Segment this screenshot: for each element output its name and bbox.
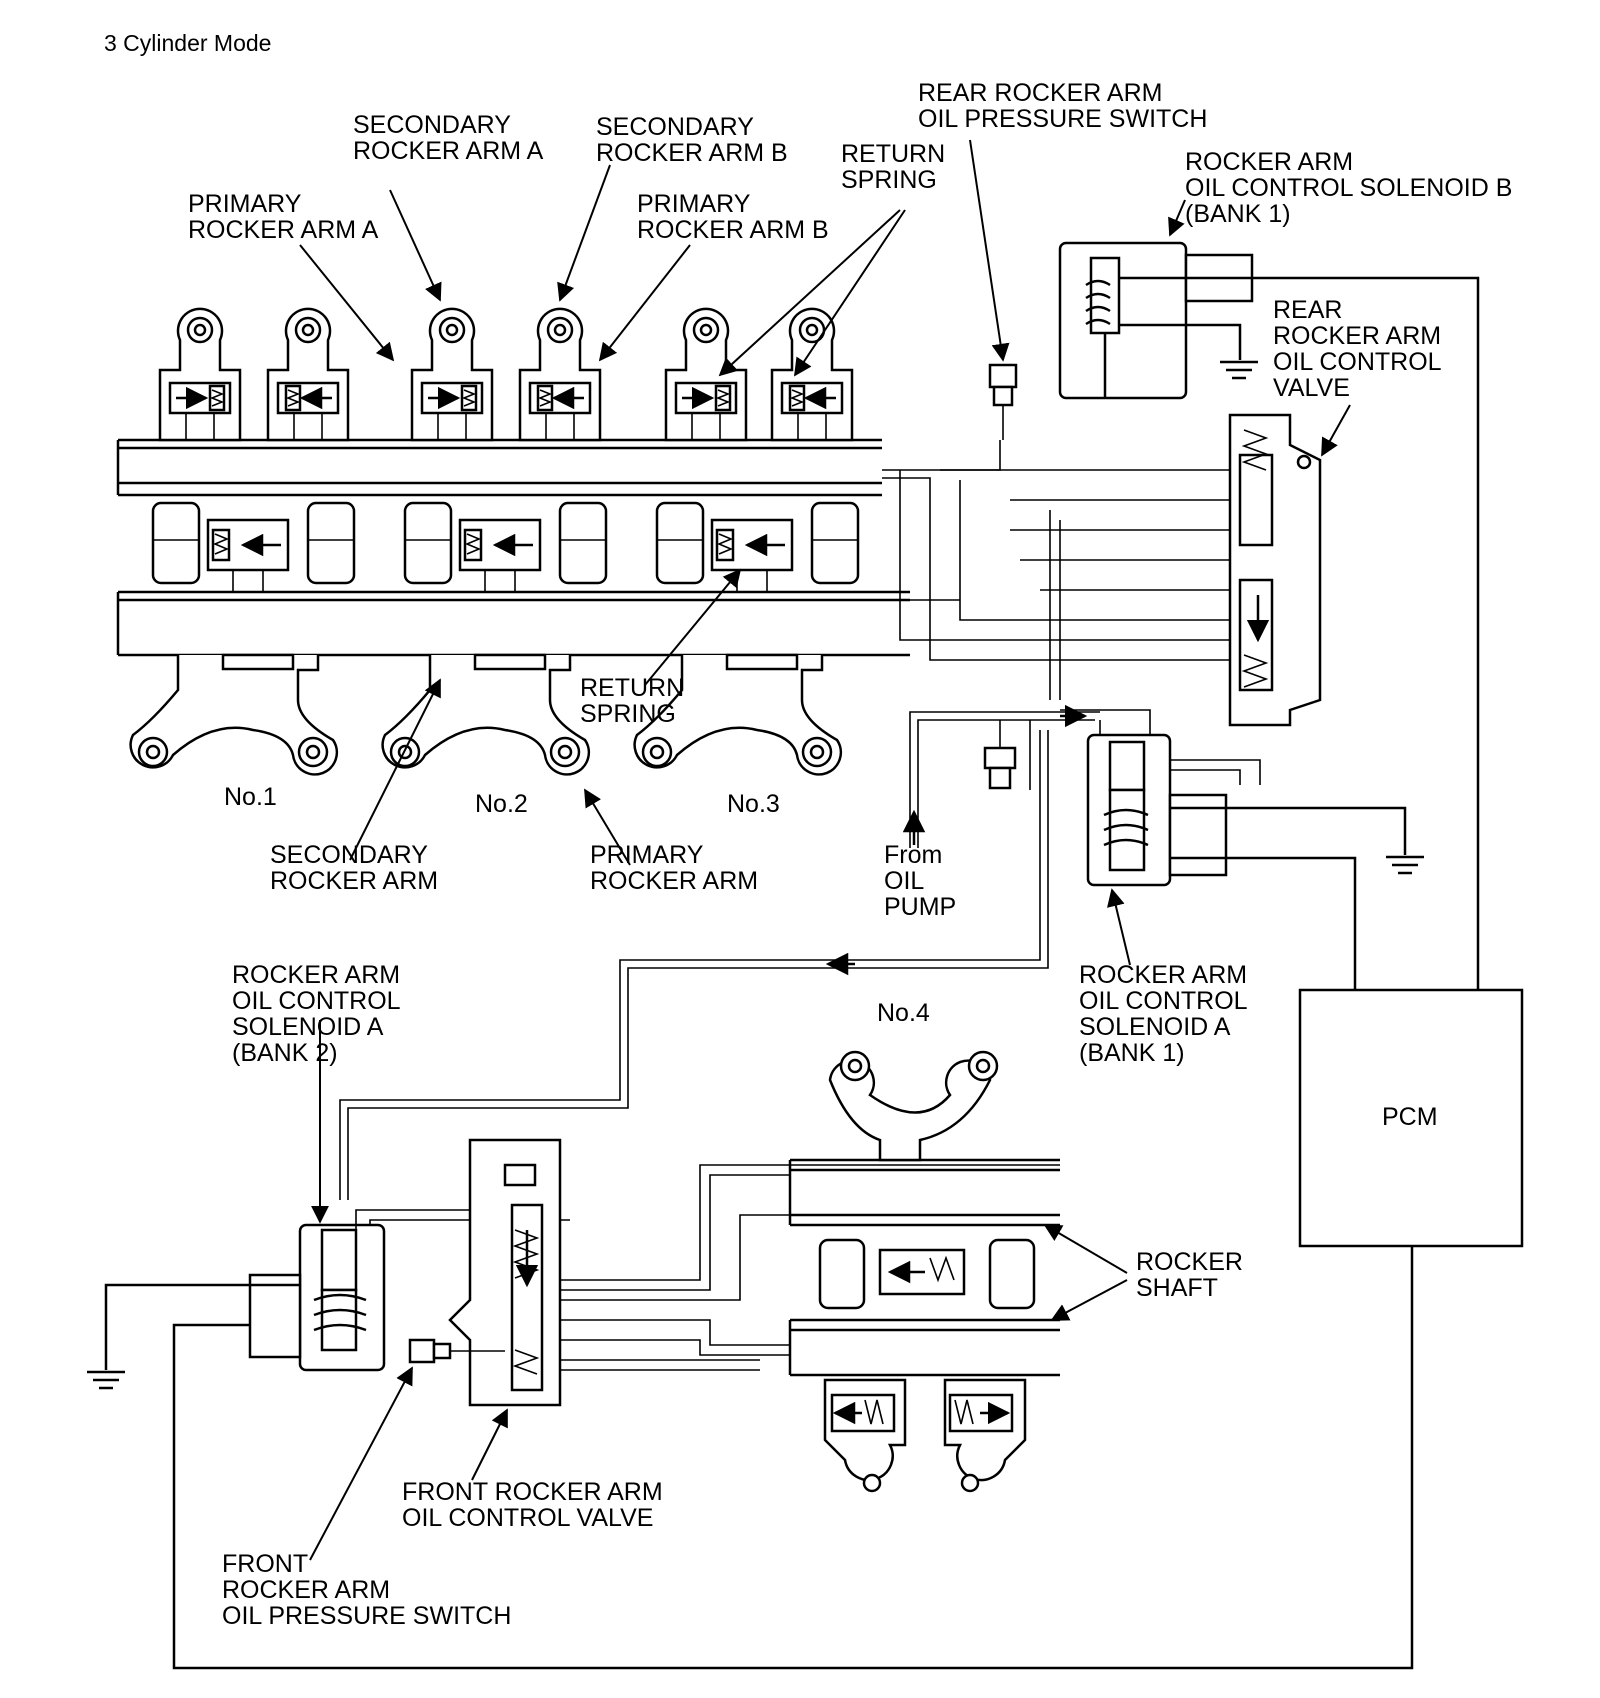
upper-rocker-arm — [158, 307, 242, 442]
rear-rocker-arm-oil-pressure-switch — [988, 363, 1018, 440]
rocker-arm-oil-control-solenoid-a-bank1 — [1060, 709, 1407, 990]
pcm-label: PCM — [1382, 1103, 1438, 1131]
label-rear-rocker-arm-oil-control-valve-line: REAR — [1273, 296, 1342, 324]
front-rocker-arm-oil-pressure-switch — [408, 1338, 505, 1364]
rocker-arm-lower-left — [823, 1378, 907, 1493]
label-return-spring-bottom-line: RETURN — [580, 674, 684, 702]
label-solenoid-b-bank1-line: (BANK 1) — [1185, 200, 1291, 228]
label-cylinder-no2: No.2 — [475, 790, 528, 818]
label-secondary-rocker-arm-a-line: ROCKER ARM A — [353, 137, 544, 165]
rocker-arm-lower-right — [943, 1378, 1027, 1493]
label-from-oil-pump-line: OIL — [884, 867, 924, 895]
label-rear-rocker-arm-oil-control-valve-line: OIL CONTROL — [1273, 348, 1442, 376]
cylinder-rocker-set — [129, 501, 356, 776]
label-primary-rocker-arm-b-line: ROCKER ARM B — [637, 216, 829, 244]
upper-rocker-arm — [266, 307, 350, 442]
label-from-oil-pump-line: From — [884, 841, 942, 869]
label-solenoid-a-bank2-line: ROCKER ARM — [232, 961, 400, 989]
label-cylinder-no1: No.1 — [224, 783, 277, 811]
label-secondary-rocker-arm-b-line: SECONDARY — [596, 113, 754, 141]
label-front-rocker-arm-oil-control-valve-line: OIL CONTROL VALVE — [402, 1504, 653, 1532]
rear-rocker-arm-oil-control-valve — [1228, 413, 1322, 727]
label-solenoid-a-bank1-line: OIL CONTROL — [1079, 987, 1248, 1015]
front-rocker-arm-oil-control-valve — [448, 1138, 1060, 1407]
rocker-arm-oil-control-solenoid-b-bank1 — [1058, 241, 1480, 990]
label-front-rocker-arm-oil-pressure-switch-line: FRONT — [222, 1550, 308, 1578]
page-title: 3 Cylinder Mode — [104, 30, 271, 56]
label-return-spring-bottom-line: SPRING — [580, 700, 676, 728]
oil-feed-line — [902, 704, 1101, 848]
label-front-rocker-arm-oil-pressure-switch-line: ROCKER ARM — [222, 1576, 390, 1604]
label-rocker-shaft-line: ROCKER — [1136, 1248, 1243, 1276]
label-rear-rocker-arm-oil-control-valve-line: VALVE — [1273, 374, 1350, 402]
label-solenoid-b-bank1-line: OIL CONTROL SOLENOID B — [1185, 174, 1512, 202]
label-primary-rocker-arm-a-line: ROCKER ARM A — [188, 216, 379, 244]
upper-rocker-arm — [518, 307, 602, 442]
label-solenoid-a-bank2-line: OIL CONTROL — [232, 987, 401, 1015]
cylinder-rocker-set — [381, 501, 608, 776]
ground-symbol — [87, 1370, 125, 1390]
pcm-module: PCM — [172, 988, 1524, 1670]
label-secondary-rocker-arm-a-line: SECONDARY — [353, 111, 511, 139]
ground-symbol — [1386, 855, 1424, 875]
label-from-oil-pump-line: PUMP — [884, 893, 956, 921]
label-front-rocker-arm-oil-control-valve-line: FRONT ROCKER ARM — [402, 1478, 663, 1506]
oil-supply-line-front — [339, 730, 1049, 1200]
label-front-rocker-arm-oil-pressure-switch-line: OIL PRESSURE SWITCH — [222, 1602, 511, 1630]
upper-rocker-arm — [770, 307, 854, 442]
label-primary-rocker-arm-a-line: PRIMARY — [188, 190, 302, 218]
upper-rocker-arm — [410, 307, 494, 442]
label-solenoid-a-bank1-line: SOLENOID A — [1079, 1013, 1231, 1041]
label-solenoid-a-bank1-line: (BANK 1) — [1079, 1039, 1185, 1067]
label-return-spring-top-line: RETURN — [841, 140, 945, 168]
rocker-arm-oil-control-solenoid-a-bank2 — [104, 1209, 570, 1372]
label-cylinder-no4: No.4 — [877, 999, 930, 1027]
front-bank-rocker-assembly — [788, 1050, 1060, 1493]
label-rocker-shaft-line: SHAFT — [1136, 1274, 1218, 1302]
label-solenoid-a-bank1-line: ROCKER ARM — [1079, 961, 1247, 989]
label-return-spring-top-line: SPRING — [841, 166, 937, 194]
label-secondary-rocker-arm-line: ROCKER ARM — [270, 867, 438, 895]
label-rear-rocker-arm-oil-control-valve-line: ROCKER ARM — [1273, 322, 1441, 350]
label-solenoid-b-bank1-line: ROCKER ARM — [1185, 148, 1353, 176]
upper-rocker-arm — [664, 307, 748, 442]
label-primary-rocker-arm-line: ROCKER ARM — [590, 867, 758, 895]
leader-lines — [299, 139, 1351, 1561]
label-secondary-rocker-arm-line: SECONDARY — [270, 841, 428, 869]
cylinder-rocker-set — [633, 501, 860, 776]
label-cylinder-no3: No.3 — [727, 790, 780, 818]
label-rear-rocker-arm-oil-pressure-switch-line: OIL PRESSURE SWITCH — [918, 105, 1207, 133]
label-primary-rocker-arm-b-line: PRIMARY — [637, 190, 751, 218]
ground-symbol — [1220, 360, 1258, 380]
label-solenoid-a-bank2-line: (BANK 2) — [232, 1039, 338, 1067]
label-solenoid-a-bank2-line: SOLENOID A — [232, 1013, 384, 1041]
label-secondary-rocker-arm-b-line: ROCKER ARM B — [596, 139, 788, 167]
label-primary-rocker-arm-line: PRIMARY — [590, 841, 704, 869]
label-rear-rocker-arm-oil-pressure-switch-line: REAR ROCKER ARM — [918, 79, 1162, 107]
